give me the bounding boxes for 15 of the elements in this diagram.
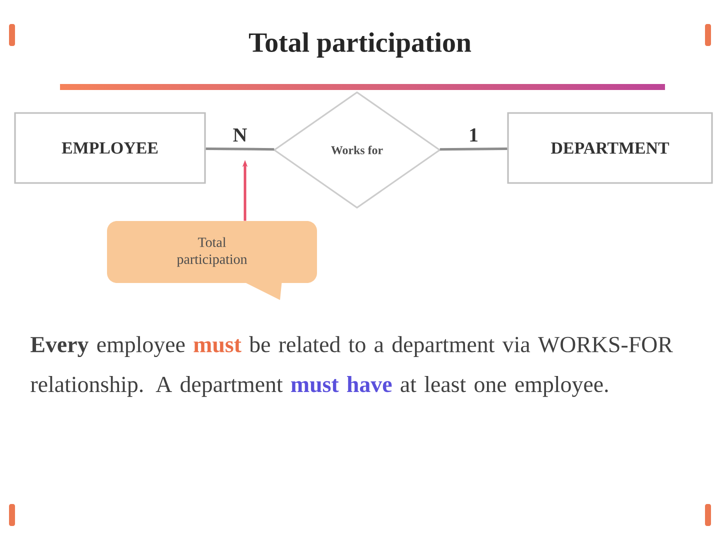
callout-bubble: Total participation (107, 221, 317, 300)
entity-box: DEPARTMENT (507, 112, 713, 184)
cardinality-label: 1 (470, 128, 478, 142)
title: Total participation (248, 32, 472, 58)
label: must (194, 339, 242, 352)
entity-box: EMPLOYEE (14, 112, 206, 184)
label: relationship. A department (30, 376, 283, 397)
label: Every employee (30, 336, 185, 358)
connector-line (206, 148, 274, 151)
label: must have (291, 376, 392, 392)
connector-line (440, 148, 508, 151)
label: at least one employee. (400, 376, 608, 397)
cardinality-label: N (233, 128, 247, 142)
paragraph: Every employee must be related to a department via WORKS-FOR relationship. A department must have at least one employee. (30, 336, 673, 397)
label: be related to a department via WORKS-FOR (249, 336, 673, 357)
